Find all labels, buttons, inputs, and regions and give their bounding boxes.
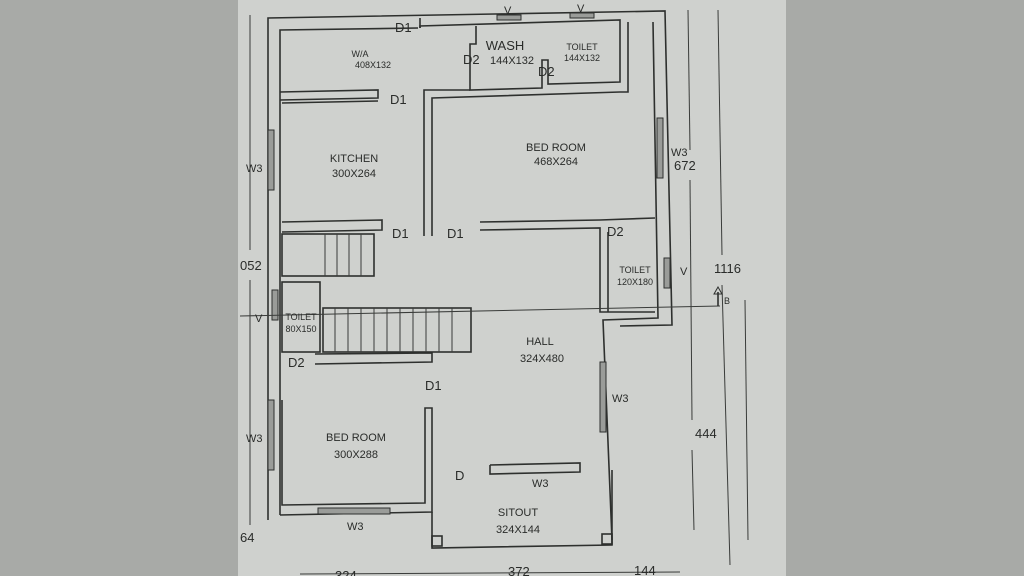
dimension-label: 052 [240,258,262,273]
dimension-label: 64 [240,530,254,545]
room-size: 300X264 [332,168,376,180]
room-label: TOILET [285,312,317,322]
room-label: HALL [526,336,554,348]
door-label: D [455,468,464,483]
window-label: W3 [532,478,549,490]
room-label: W/A [352,49,369,59]
room-label: TOILET [619,265,651,275]
section-marker-label: B [724,296,730,306]
room-size: 300X288 [334,449,378,461]
room-size: 324X480 [520,353,564,365]
room-label: TOILET [566,42,598,52]
door-label: D2 [288,355,305,370]
ventilator-label: V [680,266,688,278]
room-label: BED ROOM [526,142,586,154]
dimension-lines [239,9,749,575]
room-size: 120X180 [617,277,653,287]
room-label: WASH [486,38,525,53]
window-label: W3 [671,147,688,159]
room-size: 324X144 [496,524,540,536]
dimension-label: 372 [508,564,530,576]
room-label: KITCHEN [330,153,378,165]
ventilator-label: V [504,5,512,17]
door-label: D1 [447,226,464,241]
room-size: 144X132 [564,53,600,63]
dimension-label: 1116 [714,261,741,276]
door-label: D1 [390,92,407,107]
door-label: D2 [463,52,480,67]
window-label: W3 [246,163,263,175]
dimension-label: 144 [634,563,656,576]
window-label: W3 [246,433,263,445]
room-size: 144X132 [490,55,534,67]
room-size: 468X264 [534,156,578,168]
door-label: D1 [392,226,409,241]
interior-walls [279,19,656,549]
ventilator-label: V [255,313,263,325]
room-label: SITOUT [498,507,538,519]
windows [267,12,671,515]
room-label: BED ROOM [326,432,386,444]
room-size: 408X132 [355,60,391,70]
room-size: 80X150 [285,324,316,334]
dimension-label: 444 [695,426,717,441]
ventilator-label: V [577,3,585,15]
door-label: D1 [395,20,412,35]
door-label: D1 [425,378,442,393]
window-label: W3 [347,521,364,533]
door-label: D2 [538,64,555,79]
door-label: D2 [607,224,624,239]
window-label: W3 [612,393,629,405]
dimension-label: 672 [674,158,696,173]
dimension-label: 324 [335,568,357,576]
